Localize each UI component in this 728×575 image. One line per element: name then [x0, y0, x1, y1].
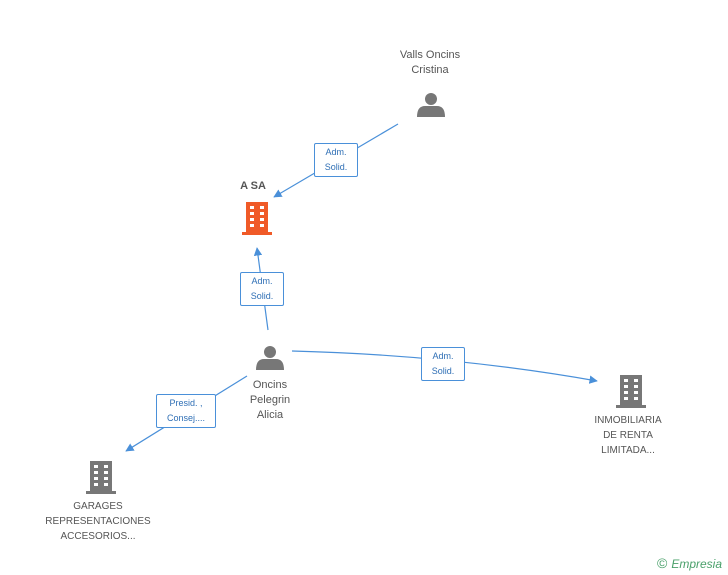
edge-label-oncins-asa: Adm. Solid. — [240, 272, 284, 306]
person-icon[interactable] — [256, 346, 284, 370]
edge-label-oncins-inmobiliaria: Adm. Solid. — [421, 347, 465, 381]
node-label-a-sa[interactable]: A SA — [240, 180, 266, 192]
building-icon[interactable] — [616, 375, 646, 408]
node-label-garages[interactable]: GARAGES REPRESENTACIONES ACCESORIOS... — [45, 501, 151, 542]
edge-label-oncins-garages: Presid. , Consej.... — [156, 394, 216, 428]
copyright-icon: © — [656, 555, 668, 571]
building-icon[interactable] — [242, 202, 272, 235]
brand-name: Empresia — [671, 557, 722, 571]
node-label-oncins-pelegrin-alicia[interactable]: Oncins Pelegrin Alicia — [249, 379, 291, 421]
node-label-inmobiliaria[interactable]: INMOBILIARIA DE RENTA LIMITADA... — [594, 415, 662, 456]
brand-logo[interactable]: ©Empresia — [657, 555, 722, 571]
building-icon[interactable] — [86, 461, 116, 494]
person-icon[interactable] — [417, 93, 445, 117]
node-label-valls-oncins-cristina[interactable]: Valls Oncins Cristina — [399, 49, 461, 76]
edge-label-valls-asa: Adm. Solid. — [314, 143, 358, 177]
